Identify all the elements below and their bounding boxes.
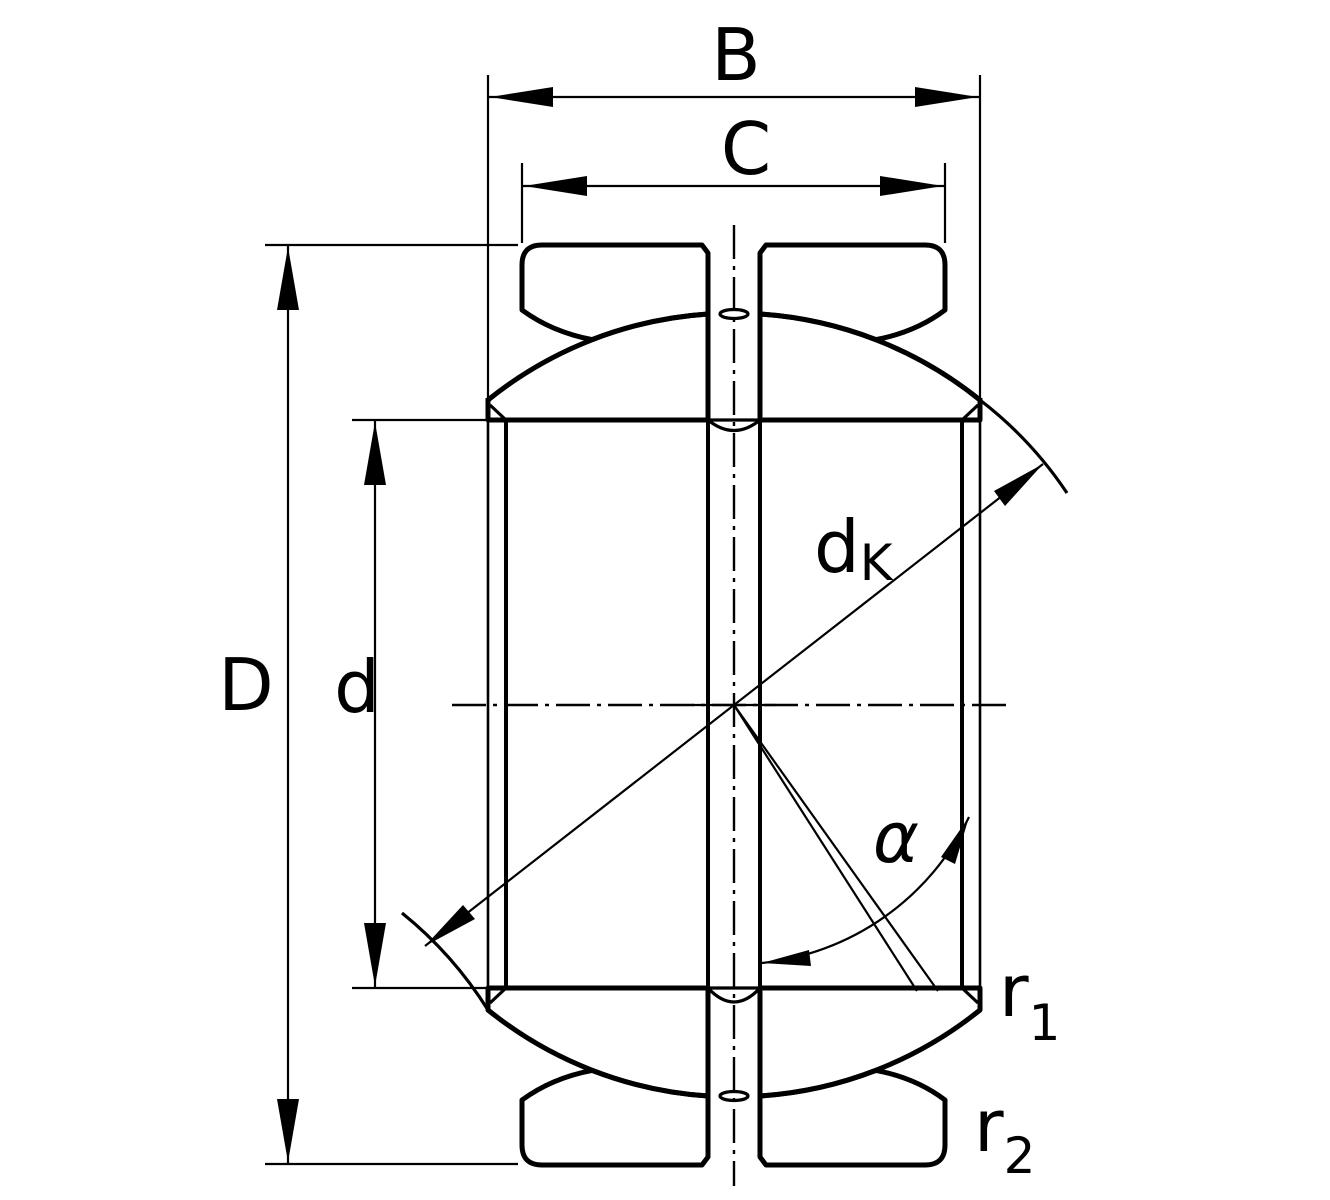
label-r1: r1 xyxy=(999,949,1060,1052)
label-d: d xyxy=(334,645,380,729)
outer-ring-top-left xyxy=(519,242,711,343)
svg-text:r2: r2 xyxy=(974,1084,1035,1185)
label-r2: r2 xyxy=(974,1084,1035,1185)
dim-B: B xyxy=(488,13,980,107)
sphere-arc-extensions xyxy=(400,398,1069,1011)
label-B: B xyxy=(711,13,760,97)
label-dK: dK xyxy=(814,505,894,592)
inner-ring-top-left xyxy=(485,311,711,423)
inner-ring-bottom-right xyxy=(757,985,983,1099)
outer-ring-bottom-left xyxy=(519,1067,711,1168)
inner-ring-bottom-left xyxy=(485,985,711,1099)
svg-text:r1: r1 xyxy=(999,949,1060,1052)
label-alpha: α xyxy=(873,797,919,879)
outer-ring-bottom-right xyxy=(757,1067,948,1168)
dim-C: C xyxy=(520,107,947,243)
label-D: D xyxy=(218,643,273,727)
label-C: C xyxy=(721,107,771,191)
dim-D: D xyxy=(218,243,518,1166)
dim-d: d xyxy=(334,418,500,990)
inner-ring-top-right xyxy=(757,311,983,423)
dim-alpha: α xyxy=(733,704,970,992)
outer-ring-top-right xyxy=(757,242,948,343)
dim-dK: dK xyxy=(424,463,1044,947)
